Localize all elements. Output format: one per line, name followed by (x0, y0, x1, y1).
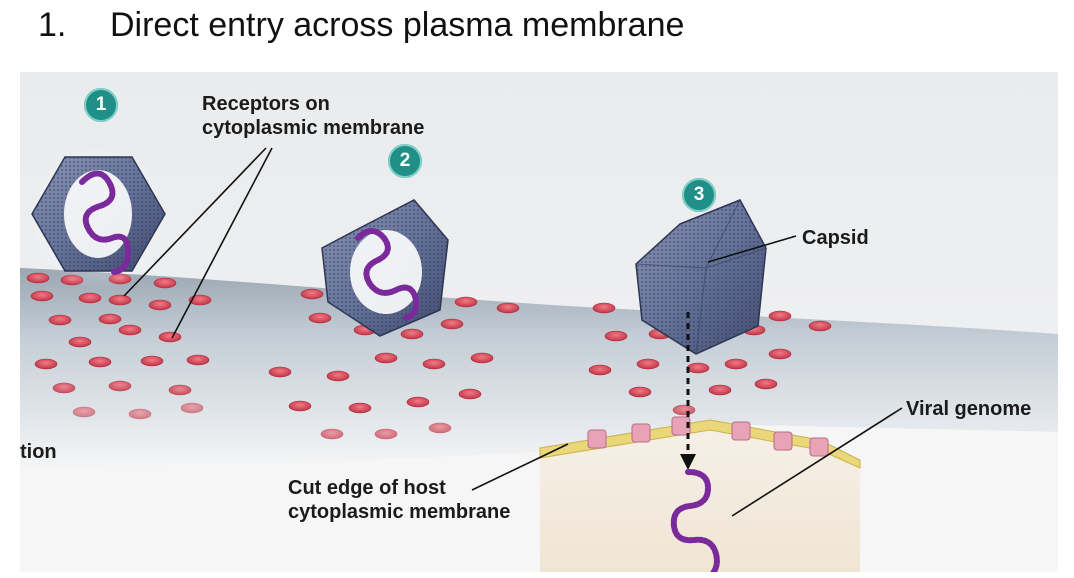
cut-edge-label-line2: cytoplasmic membrane (288, 501, 511, 523)
capsid-label: Capsid (802, 227, 869, 249)
slide-heading: 1. Direct entry across plasma membrane (38, 6, 684, 45)
receptors-label-line1: Receptors on (202, 93, 330, 115)
cut-edge-label: Cut edge of host cytoplasmic membrane (288, 476, 510, 524)
released-viral-genome (670, 469, 720, 572)
diagram-artwork (20, 72, 1058, 572)
receptors-label: Receptors on cytoplasmic membrane (202, 92, 424, 140)
receptors-label-line2: cytoplasmic membrane (202, 117, 425, 139)
heading-number: 1. (38, 6, 67, 44)
virion-step-1 (28, 145, 168, 289)
leader-cut-edge (471, 443, 569, 491)
leader-capsid (707, 235, 797, 263)
virion-step-2 (321, 199, 449, 337)
cytoplasm-region (540, 424, 860, 572)
step-badge-2: 2 (388, 144, 422, 178)
leader-receptors-a (123, 147, 267, 297)
cut-edge-label-line1: Cut edge of host (288, 477, 446, 499)
membrane-receptors (26, 272, 832, 440)
viral-genome-inside-1 (79, 170, 132, 275)
leader-receptors-b (171, 147, 273, 339)
step-badge-3: 3 (682, 178, 716, 212)
viral-entry-diagram: 1 2 3 Receptors on cytoplasmic membrane … (20, 72, 1058, 572)
viral-genome-inside-2 (355, 228, 420, 321)
cropped-label-fragment: tion (20, 441, 57, 463)
leader-genome (731, 407, 903, 517)
entry-arrow (680, 312, 696, 470)
leader-lines (123, 147, 903, 517)
heading-text: Direct entry across plasma membrane (110, 6, 685, 44)
step-badge-1: 1 (84, 88, 118, 122)
viral-genome-label: Viral genome (906, 398, 1032, 420)
virion-step-3 (635, 199, 767, 355)
membrane-proteins (587, 416, 829, 457)
membrane-surface (20, 268, 1058, 467)
